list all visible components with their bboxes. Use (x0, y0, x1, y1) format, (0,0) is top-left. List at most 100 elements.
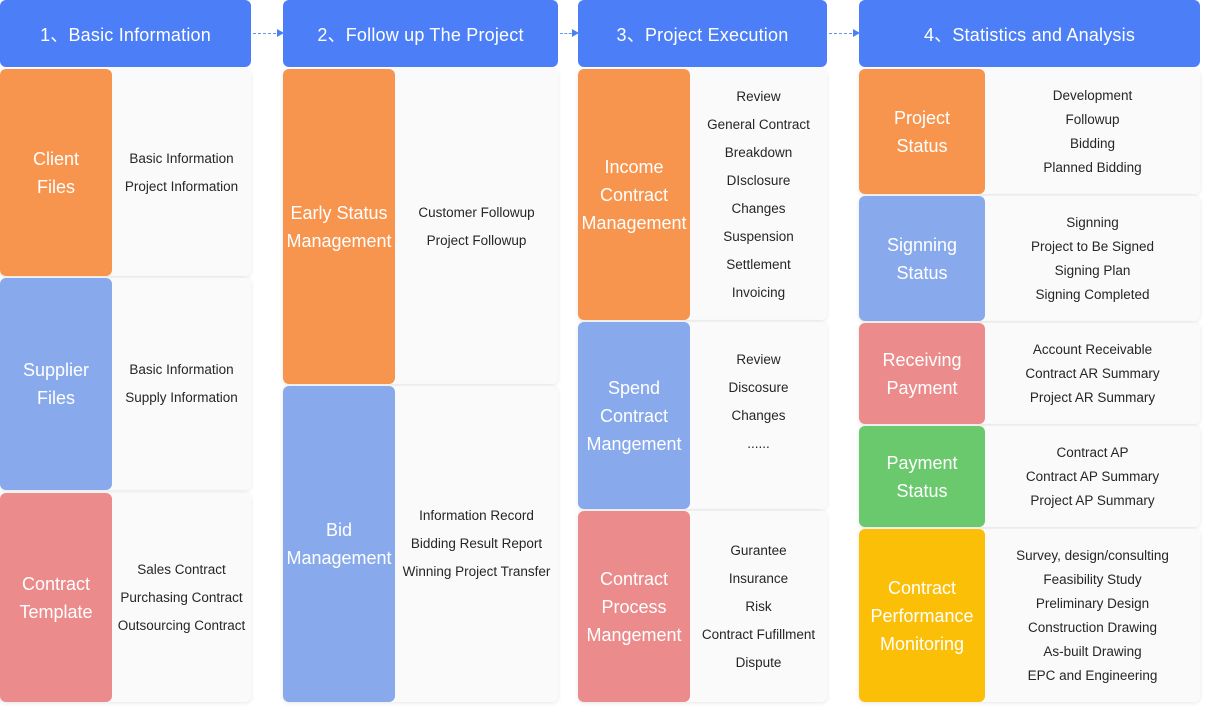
category-label-line: Client (32, 148, 80, 169)
list-item: Survey, design/consulting (1016, 547, 1169, 563)
list-item: Invoicing (731, 284, 786, 300)
category-label-line: Signning (886, 234, 958, 255)
item-list: Customer Followup Project Followup (395, 69, 558, 384)
category-label-line: Receiving (882, 349, 962, 370)
list-item: Contract AR Summary (1025, 365, 1160, 381)
item-list: Basic Information Project Information (112, 69, 251, 276)
list-item: Gurantee (730, 542, 787, 558)
list-item: Signing Completed (1035, 286, 1150, 302)
category-label-line: Files (36, 388, 75, 408)
list-item: Contract AP (1056, 444, 1129, 460)
category-label-line: Template (19, 601, 93, 622)
item-list: Review Discosure Changes ...... (690, 322, 827, 509)
category-label-line: Bid (325, 520, 352, 540)
list-item: ...... (747, 436, 770, 451)
list-item: Changes (731, 200, 786, 216)
category-label-line: Income (604, 156, 664, 177)
list-item: Bidding Result Report (410, 536, 543, 551)
category-label-line: Mangement (586, 624, 682, 645)
column-header-basic-information: 1、Basic Information (0, 0, 251, 67)
list-item: Settlement (726, 256, 791, 272)
item-list: Contract AP Contract AP Summary Project … (985, 426, 1200, 527)
category-label-line: Contract (599, 184, 668, 205)
list-item: Winning Project Transfer (402, 564, 551, 579)
category-label-line: Contract (599, 405, 669, 426)
list-item: Development (1052, 87, 1133, 103)
list-item: EPC and Engineering (1027, 667, 1158, 683)
list-item: Signing Plan (1054, 262, 1131, 278)
list-item: Suspension (723, 228, 794, 244)
category-label-line: Contract (21, 573, 90, 594)
category-label-line: Early Status (290, 202, 388, 223)
list-item: Project to Be Signed (1030, 238, 1155, 254)
list-item: Basic Information (129, 150, 234, 166)
item-list: Basic Information Supply Information (112, 278, 251, 490)
list-item: Signning (1066, 214, 1119, 230)
list-item: Bidding (1069, 135, 1116, 151)
column-header-follow-up-project: 2、Follow up The Project (283, 0, 558, 67)
list-item: Risk (745, 598, 772, 614)
flow-arrow-2-to-3 (560, 28, 579, 37)
flow-arrow-1-to-2 (253, 28, 284, 37)
flow-arrow-3-to-4 (829, 28, 860, 37)
list-item: Information Record (419, 508, 534, 523)
item-list: Review General Contract Breakdown DIsclo… (690, 69, 827, 320)
category-label-line: Status (896, 480, 948, 501)
category-label-line: Management (286, 230, 392, 251)
list-item: Dispute (735, 654, 782, 670)
list-item: Planned Bidding (1043, 159, 1142, 175)
category-label-line: Payment (886, 452, 958, 473)
category-label-line: Spend (607, 377, 661, 398)
item-list: Sales Contract Purchasing Contract Outso… (112, 493, 251, 702)
list-item: Feasibility Study (1043, 571, 1142, 587)
list-item: Contract AP Summary (1025, 468, 1160, 484)
list-item: Supply Information (125, 390, 238, 405)
list-item: Basic Information (129, 362, 234, 377)
category-label-line: Project (893, 107, 951, 128)
list-item: As-built Drawing (1043, 643, 1142, 659)
category-label-line: Contract (887, 577, 956, 598)
item-list: Development Followup Bidding Planned Bid… (985, 69, 1200, 194)
list-item: DIsclosure (726, 172, 791, 188)
category-label-line: Monitoring (879, 633, 965, 654)
list-item: Outsourcing Contract (117, 617, 246, 633)
list-item: General Contract (707, 116, 810, 132)
list-item: Followup (1065, 111, 1120, 127)
item-list: Gurantee Insurance Risk Contract Fufillm… (690, 511, 827, 702)
list-item: Sales Contract (137, 561, 226, 577)
category-label-line: Process (601, 596, 667, 617)
column-header-project-execution: 3、Project Execution (578, 0, 827, 67)
category-label-line: Files (36, 176, 75, 197)
item-list: Survey, design/consulting Feasibility St… (985, 529, 1200, 702)
list-item: Preliminary Design (1035, 595, 1150, 611)
list-item: Project AP Summary (1030, 492, 1155, 508)
list-item: Account Receivable (1032, 341, 1153, 357)
list-item: Customer Followup (418, 204, 535, 220)
list-item: Discosure (728, 380, 789, 395)
list-item: Project AR Summary (1029, 389, 1156, 405)
category-label-line: Management (286, 548, 392, 568)
list-item: Project Information (124, 178, 239, 194)
item-list: Signning Project to Be Signed Signing Pl… (985, 196, 1200, 321)
list-item: Breakdown (724, 144, 793, 160)
category-label-line: Contract (599, 568, 669, 589)
list-item: Construction Drawing (1027, 619, 1158, 635)
